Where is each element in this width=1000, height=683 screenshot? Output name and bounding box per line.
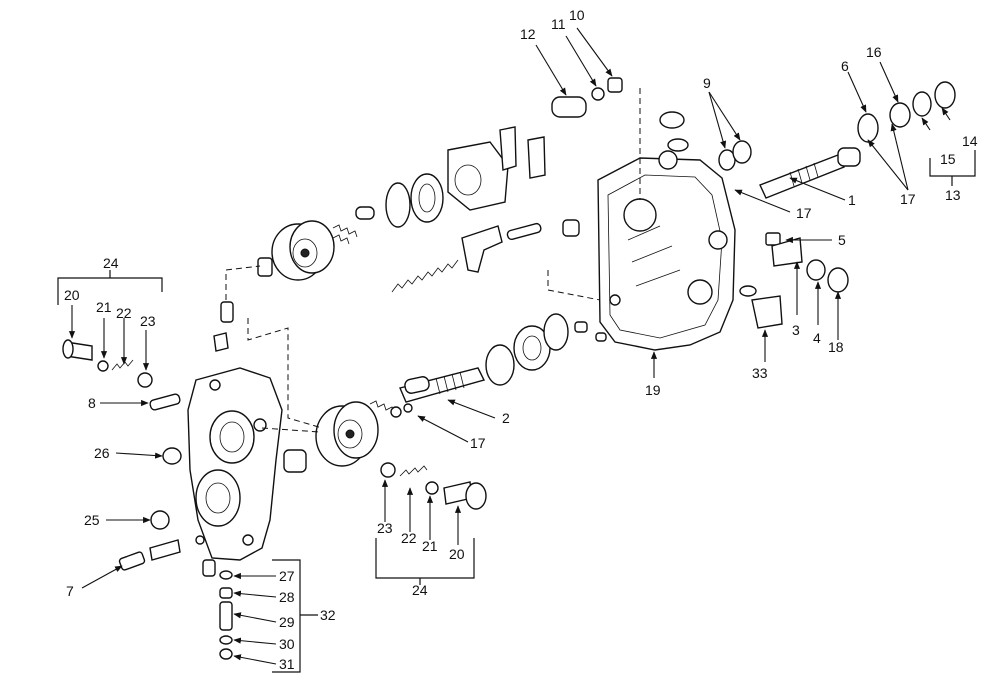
callout-3: 3: [792, 322, 800, 338]
upper-rotating-group: [257, 126, 580, 293]
callout-7: 7: [66, 583, 74, 599]
lower-rotating-group: [283, 313, 607, 473]
callout-20-a: 20: [64, 287, 80, 303]
right-side-parts: [551, 77, 956, 329]
callout-14: 14: [962, 133, 978, 149]
callout-22-b: 22: [401, 530, 417, 546]
callout-19: 19: [645, 382, 661, 398]
callout-17-a: 17: [796, 205, 812, 221]
callout-27: 27: [279, 568, 295, 584]
callout-33: 33: [752, 365, 768, 381]
callout-16: 16: [866, 44, 882, 60]
callout-10: 10: [569, 7, 585, 23]
callout-6: 6: [841, 58, 849, 74]
callout-15: 15: [940, 151, 956, 167]
callout-4: 4: [813, 330, 821, 346]
relief-valve-left: [62, 339, 153, 388]
callout-22-a: 22: [116, 305, 132, 321]
assembly-lines: [225, 88, 641, 433]
callout-21-b: 21: [422, 538, 438, 554]
callout-11: 11: [551, 16, 566, 32]
callout-17-c: 17: [470, 435, 486, 451]
callout-12: 12: [520, 26, 536, 42]
callout-5: 5: [838, 232, 846, 248]
callout-24-a: 24: [103, 255, 119, 271]
leader-lines: [57, 27, 976, 673]
callout-9: 9: [703, 75, 711, 91]
callout-8: 8: [88, 395, 96, 411]
callout-21-a: 21: [96, 299, 112, 315]
callout-23-b: 23: [377, 520, 393, 536]
relief-valve-right: [380, 462, 487, 510]
lower-left-parts: [118, 393, 182, 571]
callout-13: 13: [945, 187, 961, 203]
main-housing: [597, 150, 736, 351]
callout-24-b: 24: [412, 582, 428, 598]
callout-25: 25: [84, 512, 100, 528]
callout-30: 30: [279, 636, 295, 652]
charge-valve-stack: [219, 570, 233, 660]
callout-31: 31: [279, 656, 295, 672]
callout-17-b: 17: [900, 191, 916, 207]
callout-29: 29: [279, 614, 295, 630]
callout-1: 1: [848, 192, 856, 208]
callout-18: 18: [828, 339, 844, 355]
callout-23-a: 23: [140, 313, 156, 329]
callout-20-b: 20: [449, 546, 465, 562]
end-cap: [187, 301, 283, 577]
callout-26: 26: [94, 445, 110, 461]
callout-2: 2: [502, 410, 510, 426]
callout-28: 28: [279, 589, 295, 605]
callout-labels: 1 2 3 4 5 6 7 8 9 10 11 12 13 14 15 16 1…: [64, 7, 978, 672]
callout-32: 32: [320, 607, 336, 623]
